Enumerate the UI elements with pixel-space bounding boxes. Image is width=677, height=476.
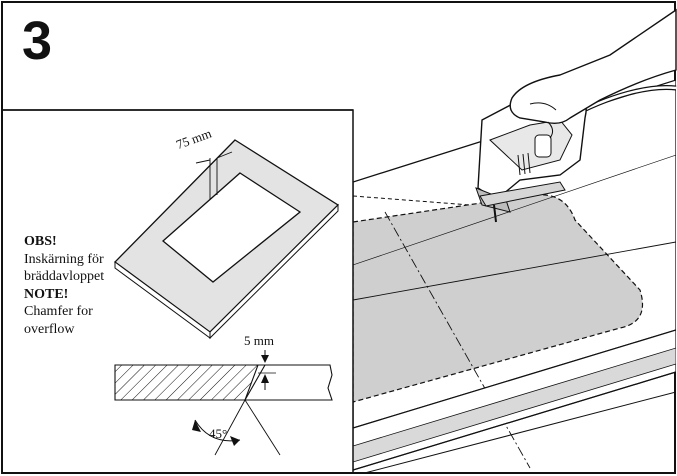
- sink-cutout: [353, 194, 644, 403]
- section-hatched: [114, 364, 259, 401]
- note-line-sv-2: bräddavloppet: [24, 269, 105, 284]
- countertop-scene: [353, 79, 676, 473]
- overflow-note: OBS! Inskärning för bräddavloppet NOTE! …: [24, 233, 104, 338]
- angle-45-label: 45°: [209, 426, 228, 441]
- centerline-horizontal: [353, 241, 676, 301]
- note-title-en: NOTE!: [24, 286, 69, 302]
- note-line-sv-1: Inskärning för: [24, 251, 104, 267]
- step-number: 3: [22, 11, 53, 71]
- inset-detail: [3, 109, 354, 473]
- note-line-en-2: overflow: [24, 321, 75, 337]
- note-title-sv: OBS!: [24, 234, 57, 249]
- hand-icon: [509, 8, 677, 139]
- note-line-en-1: Chamfer for: [24, 304, 93, 319]
- centerline-vertical: [384, 211, 531, 469]
- countertop-frame: [114, 139, 340, 333]
- depth-5mm-label: 5 mm: [244, 333, 274, 348]
